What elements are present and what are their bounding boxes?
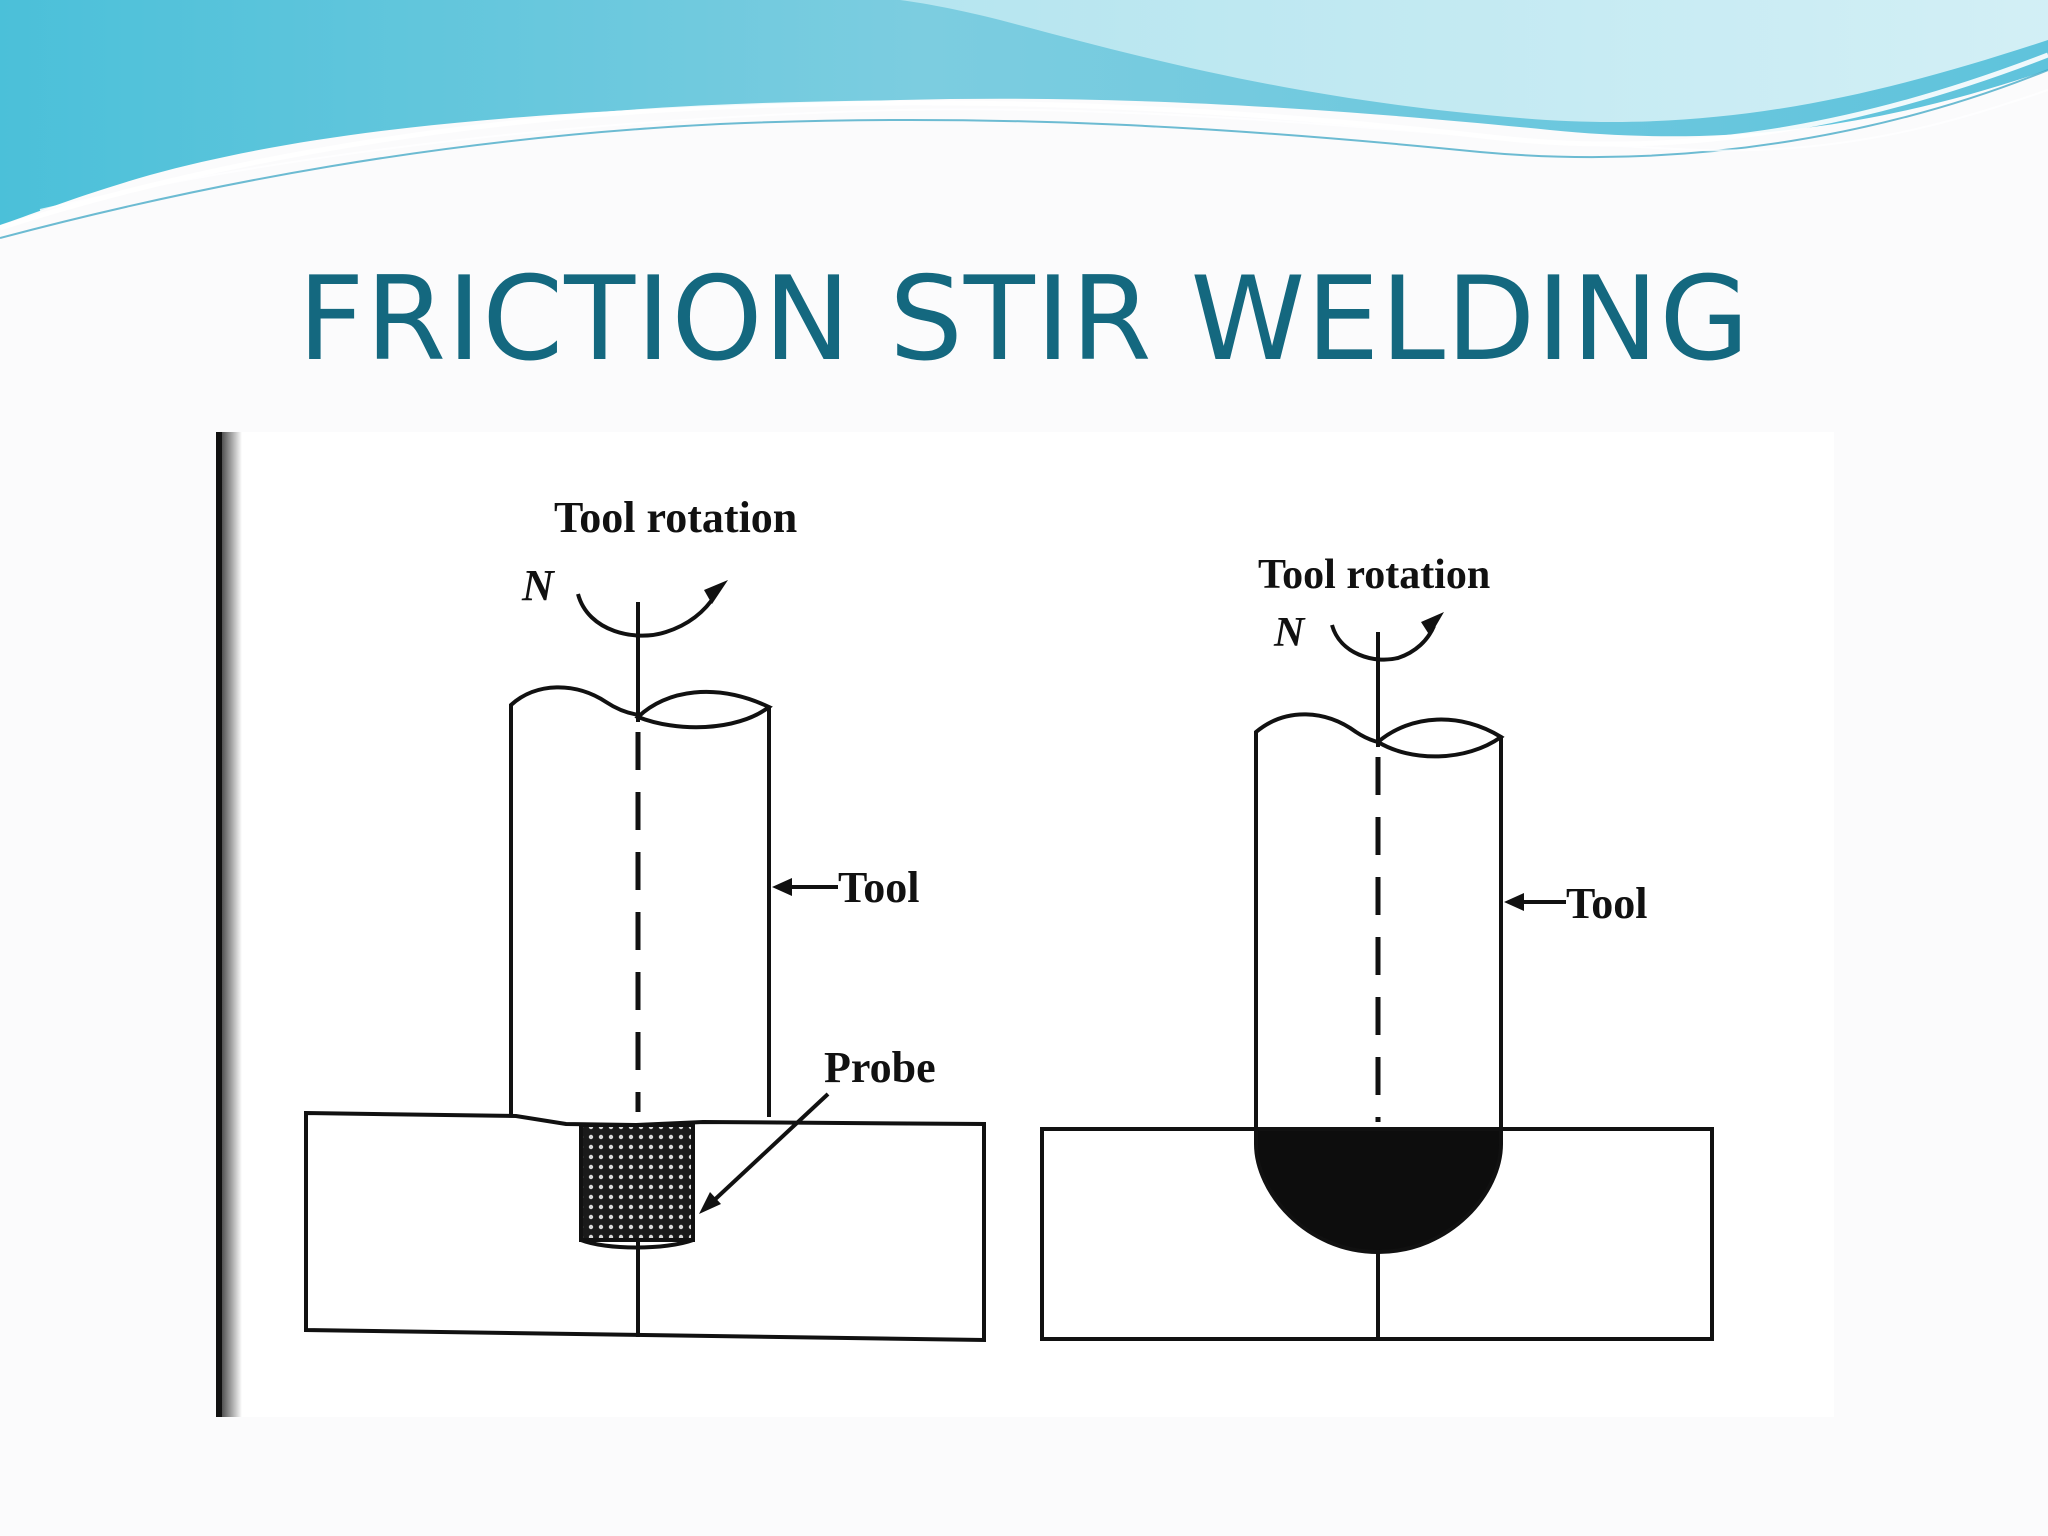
right-rotation-arrow-icon — [1330, 624, 1436, 662]
left-probe-label: Probe — [824, 1043, 936, 1092]
left-probe — [579, 1123, 695, 1242]
left-probe-leader-arrowhead-icon — [699, 1192, 721, 1214]
right-rotation-arrowhead-icon — [1421, 612, 1444, 636]
left-probe-leader-icon — [707, 1092, 830, 1207]
left-tool-leader-arrowhead-icon — [772, 878, 792, 896]
left-rotation-arrowhead-icon — [704, 580, 728, 604]
left-rotation-label: Tool rotation — [554, 493, 797, 542]
left-probe-tip — [580, 1238, 694, 1250]
left-tool-label: Tool — [838, 863, 920, 912]
left-panel — [304, 580, 986, 1343]
right-tool-leader-arrowhead-icon — [1504, 893, 1524, 911]
right-rotation-label: Tool rotation — [1258, 552, 1490, 598]
right-speed-symbol: N — [1273, 610, 1306, 656]
right-tool-top-ellipse — [1374, 717, 1505, 759]
right-panel — [1040, 612, 1714, 1341]
slide-title: FRICTION STIR WELDING — [297, 252, 1751, 387]
right-stir-zone — [1254, 1127, 1503, 1255]
right-tool-label: Tool — [1566, 879, 1648, 928]
wave-header-decoration — [0, 0, 2048, 239]
fsw-diagram-svg: Tool rotation N Tool Probe — [216, 432, 1834, 1417]
left-speed-symbol: N — [521, 561, 556, 610]
fsw-diagram: Tool rotation N Tool Probe — [216, 432, 1834, 1417]
left-tool-top-ellipse — [634, 690, 773, 730]
scan-edge-line — [216, 432, 222, 1417]
left-rotation-arrow-icon — [576, 592, 718, 638]
